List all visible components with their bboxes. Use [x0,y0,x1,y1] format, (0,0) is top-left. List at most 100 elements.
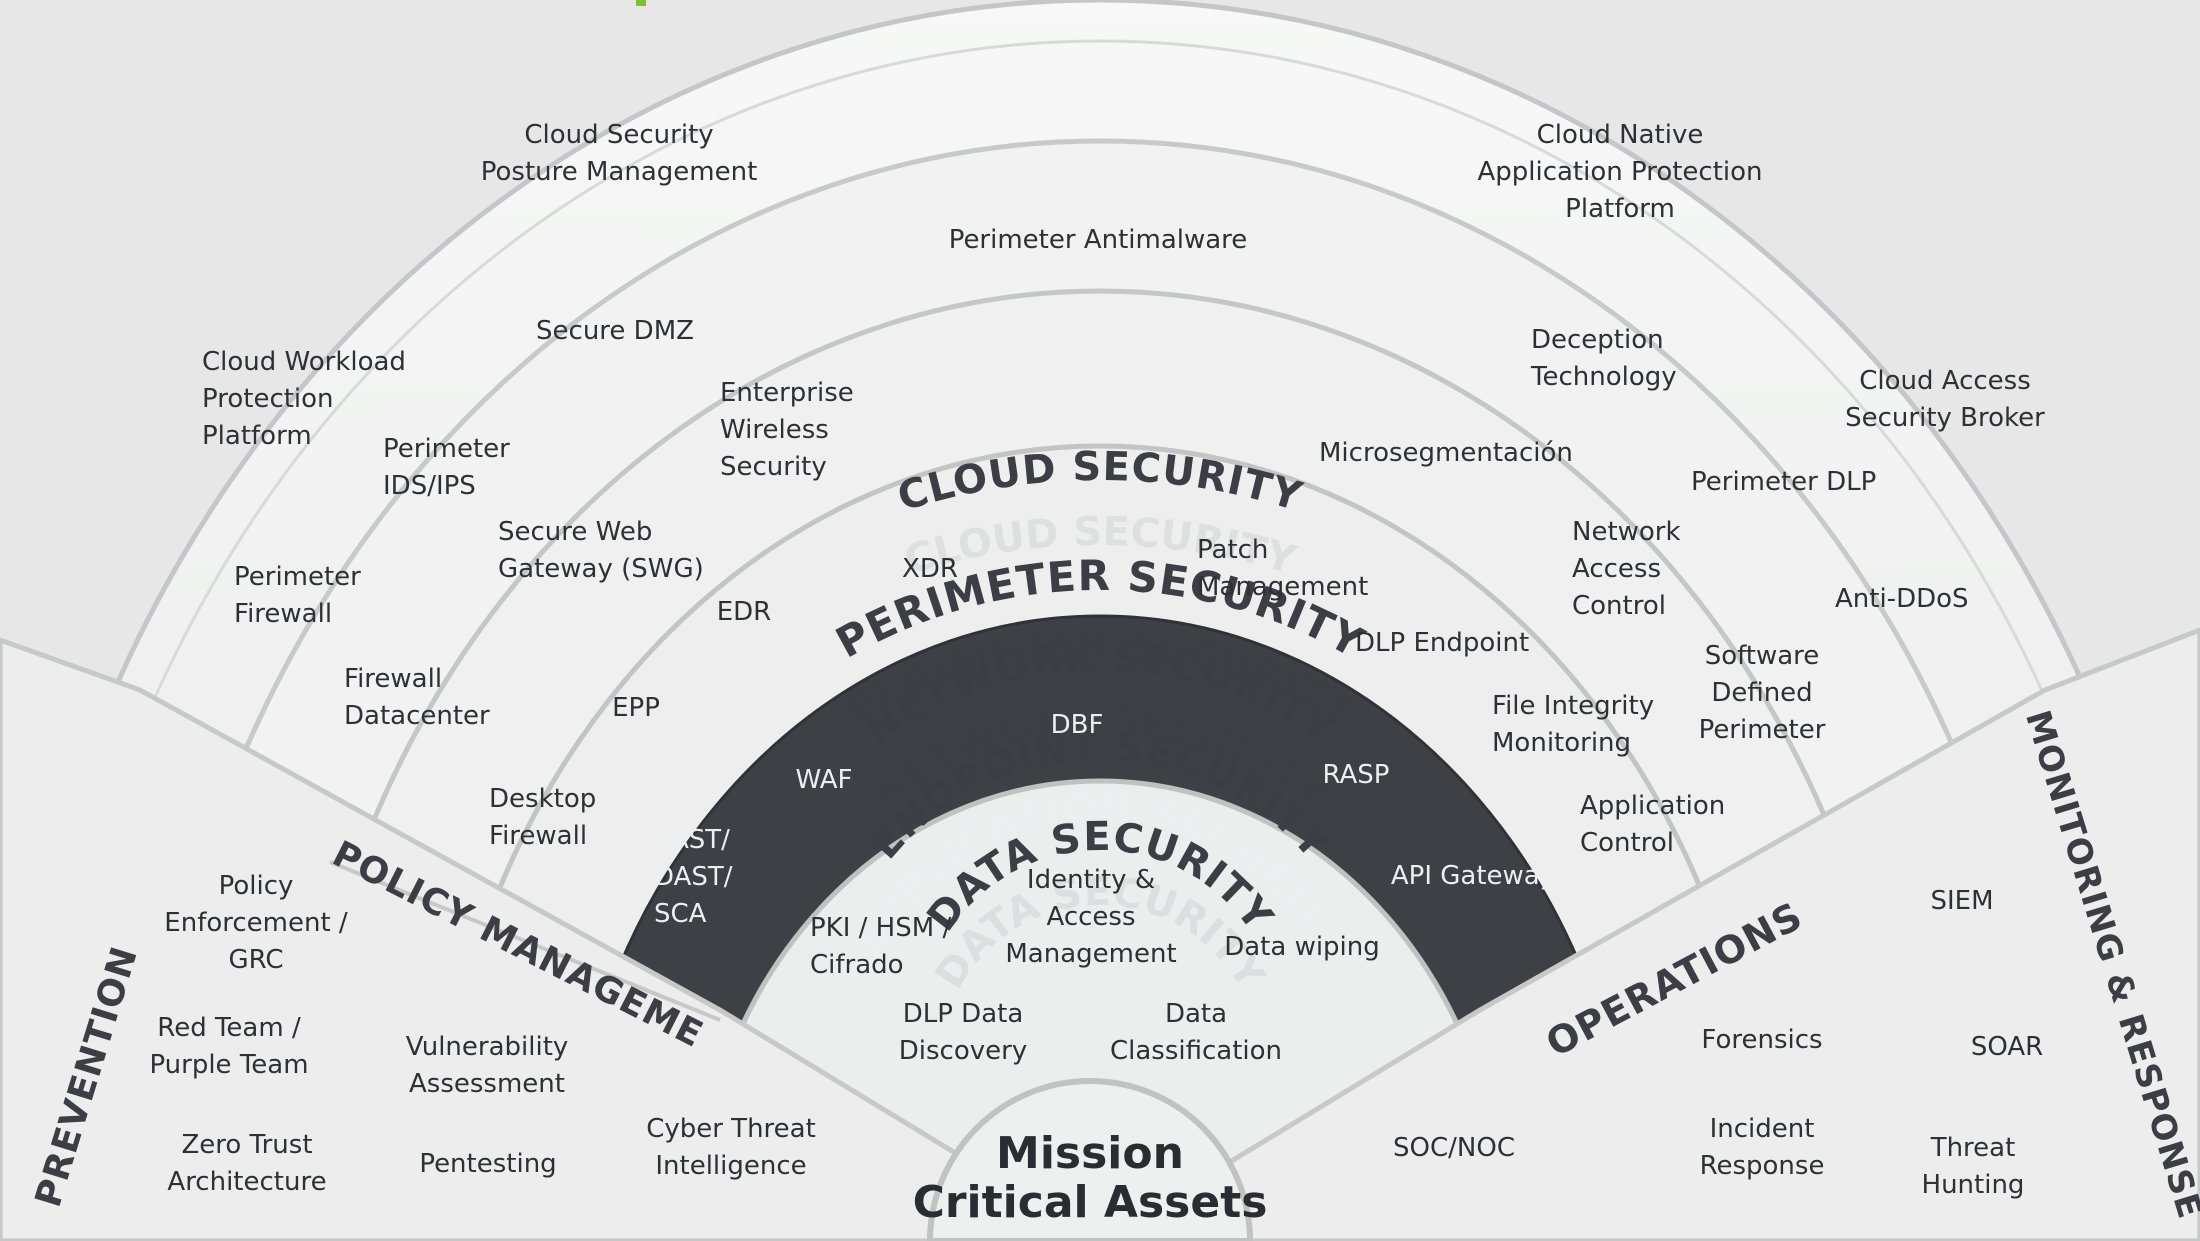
item-line: Enterprise [720,378,854,408]
item-line: DAST/ [654,862,733,892]
item-soar: SOAR [1971,1032,2043,1062]
item-line: Access [1572,554,1661,584]
item-line: Protection [202,384,334,414]
item-line: API Gateway [1391,861,1555,891]
item-line: Secure DMZ [536,316,694,346]
item-line: GRC [228,945,283,975]
item-line: Cloud Native [1537,120,1704,150]
item-line: Cloud Security [524,120,713,150]
item-line: SOC/NOC [1393,1133,1515,1163]
item-line: EDR [717,597,772,627]
item-line: Perimeter [234,562,361,592]
left-sector [0,637,1105,1241]
item-line: Threat [1930,1133,2016,1163]
right-sector [1095,627,2200,1241]
item-perimeter-antimalware: Perimeter Antimalware [949,225,1248,255]
item-line: Perimeter DLP [1691,467,1876,497]
center-title-line2: Critical Assets [913,1177,1268,1228]
item-line: Cifrado [810,950,904,980]
item-line: Management [1197,572,1368,602]
item-data-wiping: Data wiping [1224,932,1380,962]
item-rasp: RASP [1323,760,1390,790]
item-line: Incident [1710,1114,1815,1144]
sector-wedges [0,627,2200,1241]
item-line: Anti-DDoS [1835,584,1969,614]
item-line: Hunting [1922,1170,2025,1200]
item-line: Cloud Access [1859,366,2031,396]
item-line: Firewall [344,664,442,694]
item-line: Monitoring [1492,728,1631,758]
item-line: Enforcement / [164,908,348,938]
item-line: Response [1700,1151,1825,1181]
policy-divider [329,860,721,1022]
item-line: Zero Trust [181,1130,312,1160]
item-line: File Integrity [1492,691,1654,721]
item-line: Posture Management [481,157,758,187]
item-line: Access [1046,902,1135,932]
item-line: Perimeter Antimalware [949,225,1248,255]
item-line: EPP [612,693,660,723]
item-line: Control [1572,591,1666,621]
item-line: Identity & [1027,865,1155,895]
item-line: Application [1580,791,1725,821]
item-line: Classification [1110,1036,1282,1066]
item-line: Firewall [234,599,332,629]
item-line: Perimeter [383,434,510,464]
item-line: SCA [654,899,707,929]
item-line: Vulnerability [406,1032,569,1062]
item-line: Forensics [1701,1025,1822,1055]
item-line: Cyber Threat [646,1114,816,1144]
item-dlp-endpoint: DLP Endpoint [1355,628,1529,658]
item-line: Desktop [489,784,596,814]
item-waf: WAF [795,765,852,795]
item-line: Platform [1565,194,1675,224]
item-line: Security Broker [1845,403,2045,433]
item-xdr: XDR [902,554,958,584]
item-line: Red Team / [157,1013,301,1043]
item-perimeter-dlp: Perimeter DLP [1691,467,1876,497]
center-dome [926,1078,1254,1241]
item-line: Patch [1197,535,1268,565]
item-dbf: DBF [1051,710,1104,740]
item-soc: SOC/NOC [1393,1133,1515,1163]
item-line: Architecture [167,1167,326,1197]
item-line: SAST/ [654,825,730,855]
item-line: XDR [902,554,958,584]
item-edr: EDR [717,597,772,627]
item-red-team: Red Team /Purple Team [149,1013,308,1080]
item-line: Discovery [899,1036,1027,1066]
item-pki: PKI / HSM /Cifrado [810,913,951,980]
item-line: Data wiping [1224,932,1380,962]
item-line: Data [1165,999,1227,1029]
item-line: DLP Endpoint [1355,628,1529,658]
item-line: Platform [202,421,312,451]
item-line: Secure Web [498,517,652,547]
item-line: Assessment [409,1069,565,1099]
item-line: Software [1705,641,1820,671]
item-line: Network [1572,517,1681,547]
